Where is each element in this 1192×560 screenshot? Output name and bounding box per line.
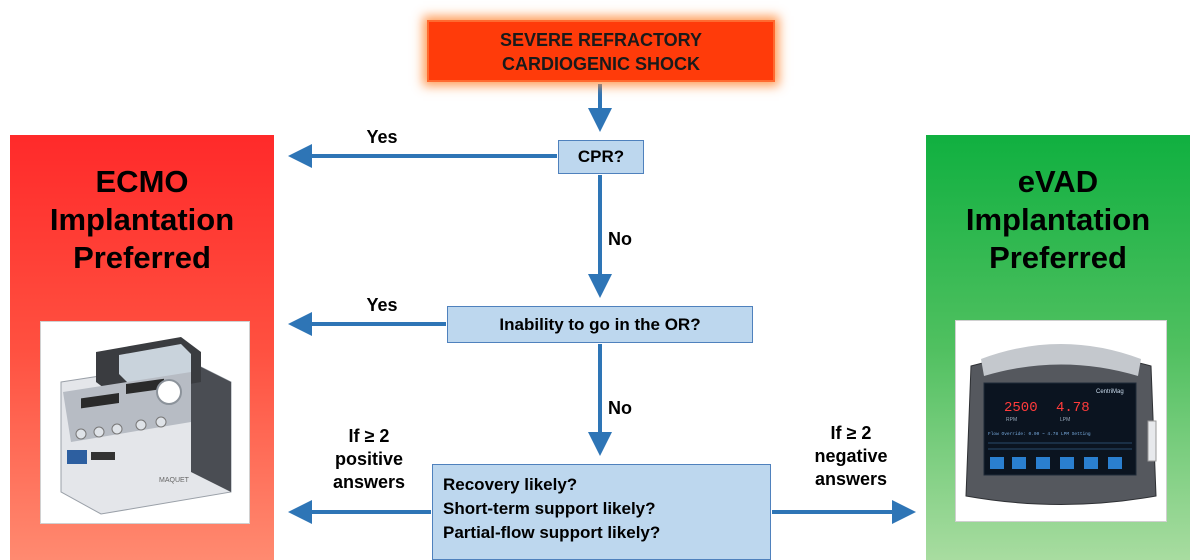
evad-console-illustration: 2500 4.78 RPM LPM CentriMag Flow Overrid… xyxy=(965,344,1157,505)
evad-title: eVAD Implantation Preferred xyxy=(965,164,1151,275)
label-positive-answers: If ≥ 2 positive answers xyxy=(332,426,406,492)
evad-lpm-unit: LPM xyxy=(1060,417,1070,423)
evad-panel: eVAD Implantation Preferred 2500 4.78 RP… xyxy=(926,135,1190,560)
ecmo-panel: ECMO Implantation Preferred xyxy=(10,135,274,560)
question-cpr: CPR? xyxy=(558,140,644,174)
question-or: Inability to go in the OR? xyxy=(447,306,753,343)
label-no-cpr: No xyxy=(608,229,632,249)
evad-rpm-value: 2500 xyxy=(1004,400,1038,416)
ecmo-machine-illustration: MAQUET xyxy=(60,337,232,515)
ecmo-device-image: MAQUET xyxy=(40,321,250,524)
ecmo-title: ECMO Implantation Preferred xyxy=(49,164,235,275)
evad-rpm-unit: RPM xyxy=(1006,417,1017,423)
label-no-or: No xyxy=(608,398,632,418)
label-yes-cpr: Yes xyxy=(366,127,398,147)
ecmo-brand-label: MAQUET xyxy=(159,477,190,484)
question-recovery: Recovery likely? xyxy=(443,475,578,494)
start-node: SEVERE REFRACTORY CARDIOGENIC SHOCK xyxy=(427,20,775,82)
question-short-term: Short-term support likely? xyxy=(443,499,656,518)
evad-status-text: Flow Override: 0.00 ~ 4.78 LPM Setting xyxy=(988,431,1091,437)
evad-device-image: 2500 4.78 RPM LPM CentriMag Flow Overrid… xyxy=(955,320,1167,522)
evad-lpm-value: 4.78 xyxy=(1056,400,1090,416)
question-final: Recovery likely? Short-term support like… xyxy=(432,464,771,560)
label-yes-or: Yes xyxy=(366,295,398,315)
question-partial-flow: Partial-flow support likely? xyxy=(443,523,661,542)
evad-brand-label: CentriMag xyxy=(1096,389,1124,395)
label-negative-answers: If ≥ 2 negative answers xyxy=(814,423,888,489)
